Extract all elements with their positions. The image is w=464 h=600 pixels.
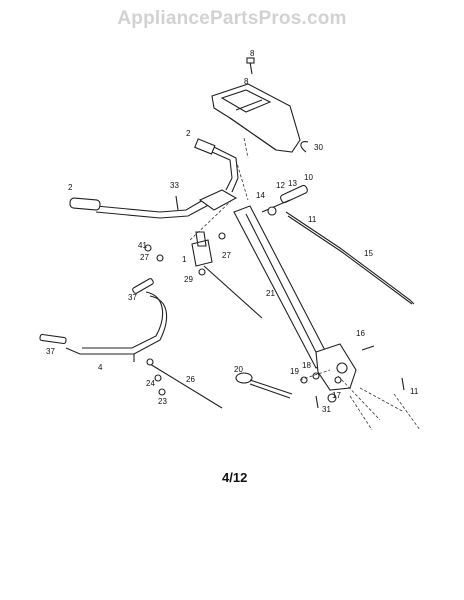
spacer-17 bbox=[327, 393, 337, 403]
callout-27: 27 bbox=[140, 253, 149, 262]
control-panel-housing bbox=[211, 83, 301, 153]
nut-part bbox=[218, 232, 226, 240]
callout-2: 2 bbox=[68, 183, 73, 192]
bolt-16 bbox=[361, 345, 375, 351]
bolt-31 bbox=[315, 395, 319, 409]
callout-12: 12 bbox=[276, 181, 285, 190]
assembly-lines bbox=[189, 137, 421, 431]
callout-30: 30 bbox=[314, 143, 323, 152]
handle-clamp bbox=[198, 189, 238, 211]
long-rod bbox=[285, 211, 415, 305]
washer-18 bbox=[312, 372, 320, 380]
callout-13: 13 bbox=[288, 179, 297, 188]
callout-14: 14 bbox=[256, 191, 265, 200]
callout-27: 27 bbox=[222, 251, 231, 260]
callout-11: 11 bbox=[308, 215, 317, 224]
lower-bracket bbox=[315, 343, 357, 391]
callout-4: 4 bbox=[98, 363, 103, 372]
callout-24: 24 bbox=[146, 379, 155, 388]
shift-lever bbox=[261, 184, 308, 216]
clip-part bbox=[300, 141, 309, 153]
page-number: 4/12 bbox=[222, 470, 248, 485]
nut-part bbox=[198, 268, 206, 276]
callout-16: 16 bbox=[356, 329, 365, 338]
callout-8: 8 bbox=[250, 49, 255, 58]
screw-part bbox=[246, 57, 255, 75]
clutch-bracket bbox=[191, 231, 263, 319]
callout-10: 10 bbox=[304, 173, 313, 182]
fastener-23 bbox=[158, 388, 166, 396]
callout-17: 17 bbox=[332, 391, 341, 400]
callout-8: 8 bbox=[244, 77, 249, 86]
callout-19: 19 bbox=[290, 367, 299, 376]
callout-2: 2 bbox=[186, 129, 191, 138]
callout-20: 20 bbox=[234, 365, 243, 374]
callout-21: 21 bbox=[266, 289, 275, 298]
handle-bar-upper bbox=[194, 138, 239, 193]
callout-labels: 8 8 2 30 2 33 13 10 12 14 11 41 27 27 1 … bbox=[46, 49, 419, 414]
callout-37: 37 bbox=[128, 293, 137, 302]
main-handle-tube bbox=[233, 205, 331, 369]
callout-11: 11 bbox=[410, 387, 419, 396]
callout-18: 18 bbox=[302, 361, 311, 370]
callout-15: 15 bbox=[364, 249, 373, 258]
nut-part bbox=[156, 254, 164, 262]
callout-23: 23 bbox=[158, 397, 167, 406]
lever-20 bbox=[235, 372, 293, 399]
watermark-text: AppliancePartsPros.com bbox=[117, 8, 347, 29]
callout-31: 31 bbox=[322, 405, 331, 414]
drive-lever bbox=[39, 278, 168, 362]
callout-33: 33 bbox=[170, 181, 179, 190]
callout-26: 26 bbox=[186, 375, 195, 384]
callout-41: 41 bbox=[138, 241, 147, 250]
bolt-33 bbox=[175, 195, 179, 211]
callout-37: 37 bbox=[46, 347, 55, 356]
callout-29: 29 bbox=[184, 275, 193, 284]
washer-part bbox=[144, 244, 152, 252]
handle-bar-lower bbox=[69, 195, 215, 219]
control-cable bbox=[146, 358, 223, 409]
fastener-24 bbox=[154, 374, 162, 382]
callout-1: 1 bbox=[182, 255, 187, 264]
pin-11 bbox=[401, 377, 405, 391]
